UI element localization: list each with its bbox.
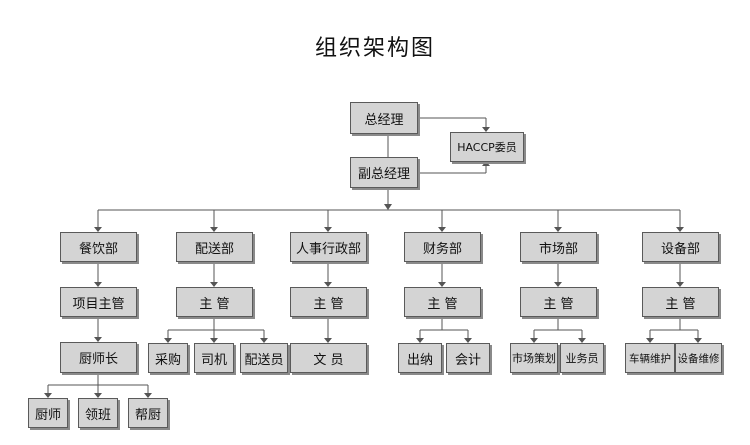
- node-hr-supervisor: 主 管: [290, 287, 367, 317]
- node-cashier: 出纳: [398, 343, 442, 373]
- node-market-supervisor: 主 管: [520, 287, 597, 317]
- node-vehicle-maintenance: 车辆维护: [625, 343, 675, 373]
- node-chef: 厨师: [28, 398, 68, 428]
- node-dept-hr-admin: 人事行政部: [290, 232, 367, 262]
- node-clerk: 文 员: [290, 343, 367, 373]
- node-dept-equipment: 设备部: [642, 232, 719, 262]
- node-purchasing: 采购: [148, 343, 188, 373]
- node-salesperson: 业务员: [560, 343, 604, 373]
- node-finance-supervisor: 主 管: [404, 287, 481, 317]
- node-dept-catering: 餐饮部: [60, 232, 137, 262]
- node-deputy-general-manager: 副总经理: [350, 157, 418, 188]
- node-kitchen-helper: 帮厨: [128, 398, 168, 428]
- node-dept-finance: 财务部: [404, 232, 481, 262]
- node-delivery-supervisor: 主 管: [176, 287, 253, 317]
- node-accountant: 会计: [446, 343, 490, 373]
- node-dept-market: 市场部: [520, 232, 597, 262]
- node-haccp-committee: HACCP委员: [450, 132, 524, 162]
- node-catering-supervisor: 项目主管: [60, 287, 137, 317]
- node-driver: 司机: [194, 343, 234, 373]
- chart-title: 组织架构图: [314, 36, 435, 61]
- node-general-manager: 总经理: [350, 102, 418, 134]
- node-head-chef: 厨师长: [60, 342, 137, 373]
- node-team-lead: 领班: [78, 398, 118, 428]
- node-equipment-maintenance: 设备维修: [675, 343, 722, 373]
- node-market-planning: 市场策划: [510, 343, 558, 373]
- node-dispatcher: 配送员: [240, 343, 288, 373]
- node-equipment-supervisor: 主 管: [642, 287, 719, 317]
- node-dept-delivery: 配送部: [176, 232, 253, 262]
